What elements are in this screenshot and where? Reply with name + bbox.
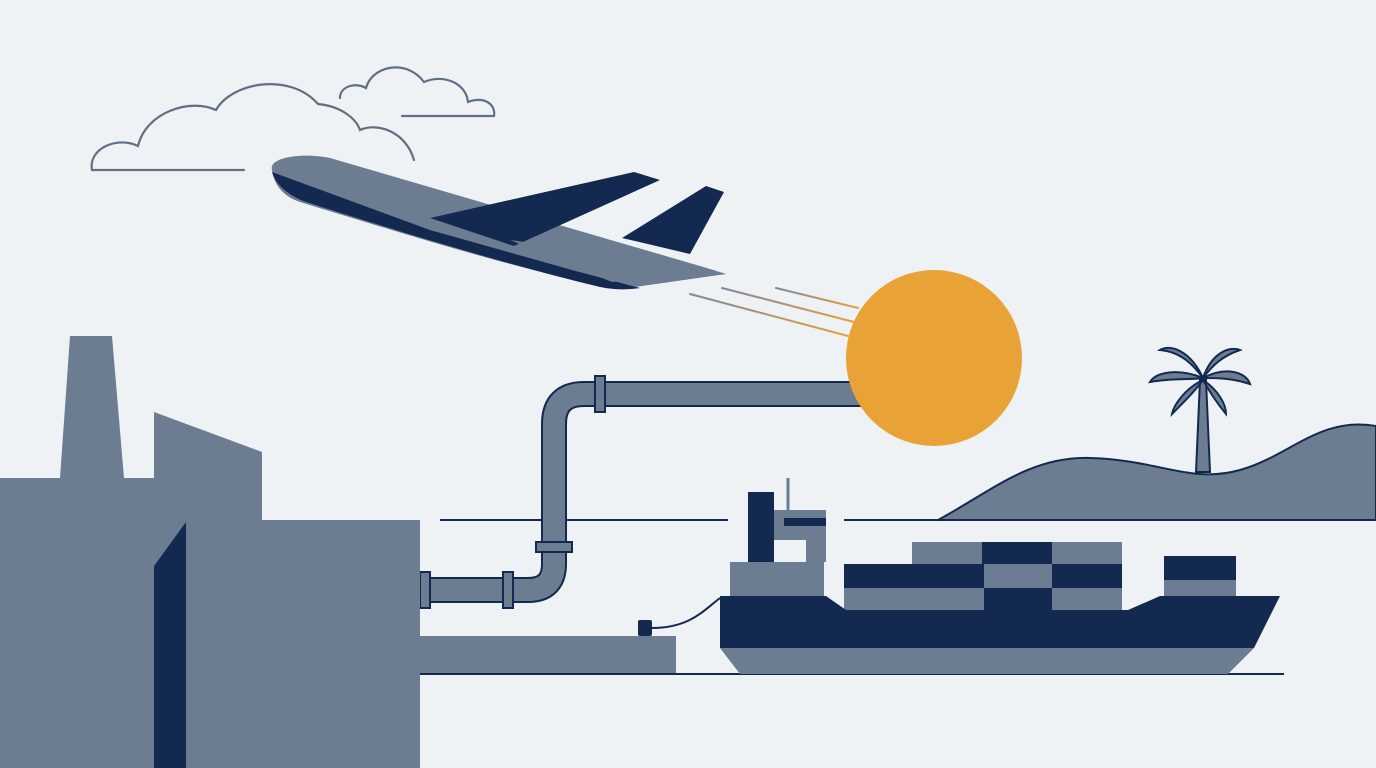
pipeline-icon — [419, 375, 862, 609]
mooring-bollard-icon — [638, 597, 721, 636]
dock-platform — [410, 636, 676, 674]
cargo-ship-icon — [720, 478, 1280, 674]
sun-icon — [846, 270, 1022, 446]
airplane-icon — [271, 155, 726, 290]
motion-lines — [689, 287, 859, 337]
hill-icon — [937, 423, 1376, 521]
palm-tree-icon — [1148, 346, 1252, 473]
cloud-left-icon — [90, 83, 416, 172]
cloud-right-icon — [338, 66, 496, 118]
factory-icon — [0, 336, 420, 768]
